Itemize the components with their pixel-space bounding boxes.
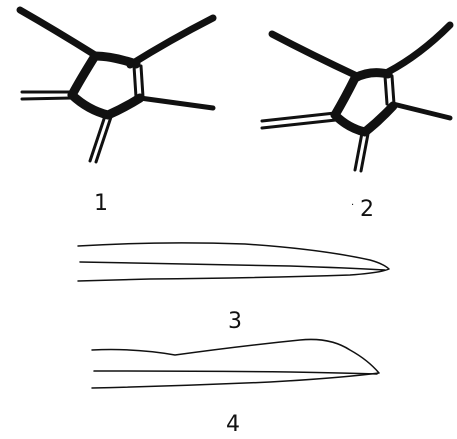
- figure-4-drawing: [92, 339, 379, 388]
- figure-1-label: 1: [94, 191, 108, 216]
- figure-1-ring-right-double-2: [141, 66, 143, 97]
- figure-2-wall-upper-left: [272, 34, 357, 76]
- figure-1-wall-right: [140, 98, 213, 108]
- figure-1-pit-left-b: [22, 98, 72, 99]
- figure-1-wall-upper-right: [130, 18, 213, 65]
- figure-2-wall-upper-right: [388, 25, 450, 72]
- figure-2-ring-right-double-2: [392, 76, 394, 104]
- figure-2-wall-right: [393, 104, 450, 118]
- figure-3-drawing: [78, 243, 389, 281]
- figure-1-ring-left: [72, 56, 140, 115]
- figure-2-ring-right-double: [385, 76, 387, 104]
- figure-1-drawing: [20, 10, 213, 162]
- figure-2-drawing: [262, 25, 450, 171]
- figure-3-outline-inner: [80, 262, 385, 270]
- figure-2-label: 2: [360, 197, 374, 222]
- figure-4-outline-inner: [94, 371, 377, 374]
- figure-4-outline-outer: [92, 339, 379, 388]
- figure-1-ring-right-double: [134, 66, 136, 97]
- figure-2-label-dot: .: [351, 197, 354, 208]
- figure-3-outline-outer: [78, 243, 389, 281]
- figure-1-wall-upper-left: [20, 10, 95, 55]
- figure-4-label: 4: [226, 412, 240, 437]
- figure-3-label: 3: [228, 309, 242, 334]
